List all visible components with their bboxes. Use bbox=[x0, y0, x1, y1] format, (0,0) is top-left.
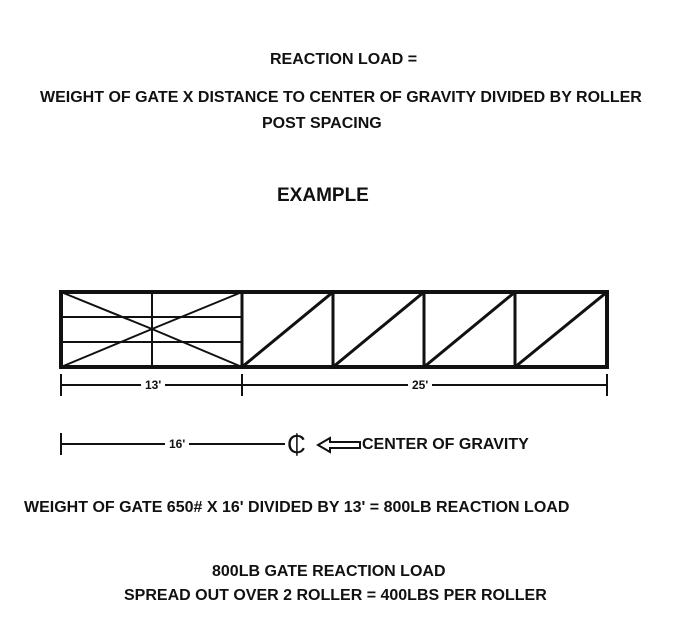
dim-label-13: 13' bbox=[141, 378, 166, 392]
formula-line-1: REACTION LOAD = bbox=[270, 51, 418, 68]
cg-label: CENTER OF GRAVITY bbox=[362, 436, 529, 453]
summary-line-2: SPREAD OUT OVER 2 ROLLER = 400LBS PER RO… bbox=[124, 587, 547, 604]
formula-line-3: POST SPACING bbox=[262, 115, 382, 132]
dim-label-16: 16' bbox=[165, 437, 190, 451]
gate-brace bbox=[239, 289, 336, 370]
dim-label-25: 25' bbox=[408, 378, 433, 392]
calculation-text: WEIGHT OF GATE 650# X 16' DIVIDED BY 13'… bbox=[24, 499, 570, 516]
gate-brace bbox=[512, 289, 610, 370]
cg-arrow-icon bbox=[316, 436, 361, 454]
gate-brace bbox=[150, 327, 244, 369]
gate-brace bbox=[59, 290, 154, 331]
example-heading: EXAMPLE bbox=[277, 185, 369, 206]
gate-brace bbox=[59, 327, 154, 369]
gate-brace bbox=[330, 289, 427, 370]
gate-brace bbox=[421, 289, 518, 370]
summary-line-1: 800LB GATE REACTION LOAD bbox=[212, 563, 446, 580]
formula-line-2: WEIGHT OF GATE X DISTANCE TO CENTER OF G… bbox=[40, 89, 642, 106]
gate-brace bbox=[150, 290, 244, 331]
cg-symbol-icon: ₵ bbox=[287, 429, 306, 459]
